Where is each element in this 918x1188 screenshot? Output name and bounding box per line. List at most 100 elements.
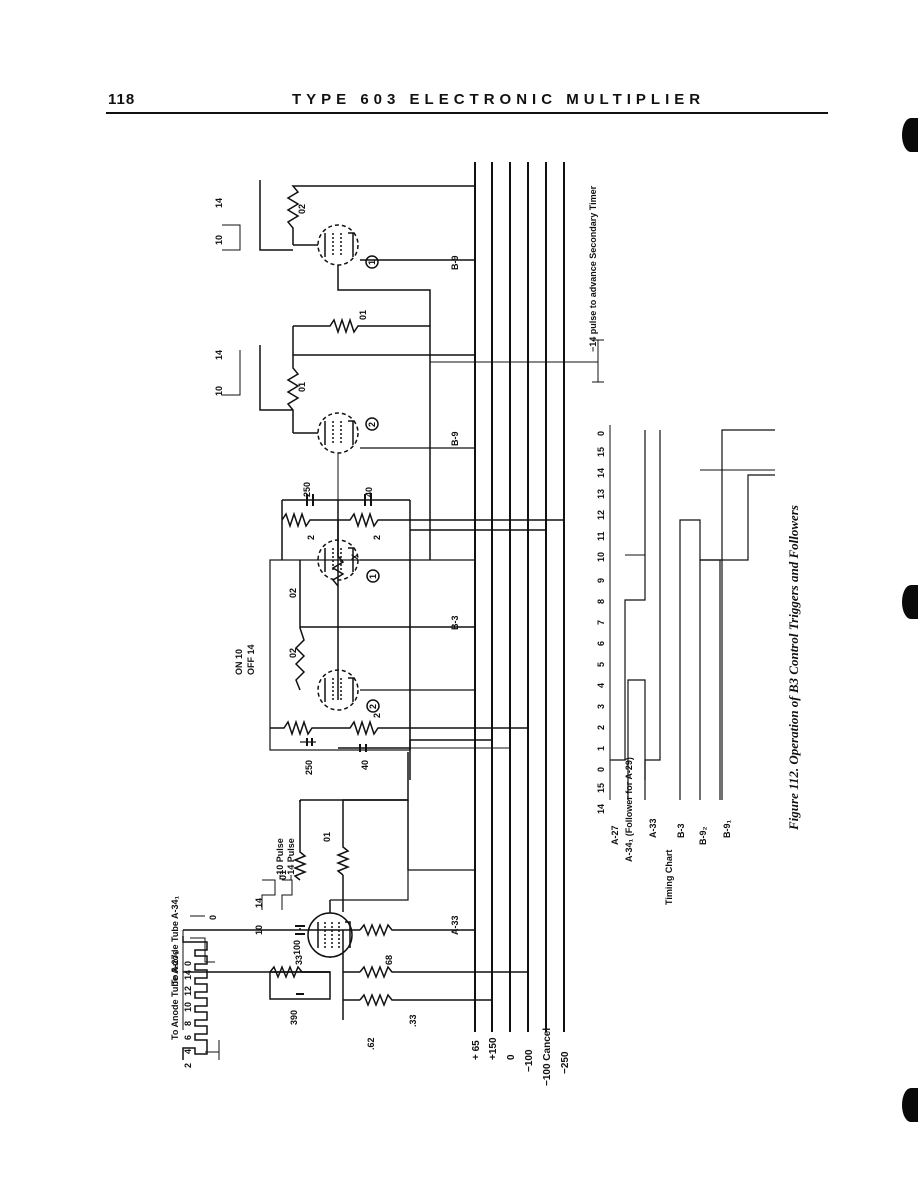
timing-tick-0: 14 (596, 804, 606, 814)
tube-b3-section-1 (317, 539, 359, 581)
timing-chart-title: Timing Chart (664, 850, 674, 905)
timing-tick-11: 9 (596, 578, 606, 583)
timing-row-label-0: A-27 (610, 825, 620, 845)
label-section-1-b9: 1 (367, 260, 377, 265)
timing-row-label-1: A-34₁ (Follower for A-29) (624, 757, 634, 862)
timing-tick-4: 2 (596, 725, 606, 730)
timing-row-label-2: A-33 (648, 818, 658, 838)
label-on-off: ON 10 (234, 649, 244, 675)
label-section-2-lower: 2 (368, 704, 378, 709)
label-c40-upper: 40 (364, 487, 374, 497)
tube-a33 (307, 912, 353, 958)
timing-tick-10: 8 (596, 599, 606, 604)
figure-caption: Figure 112. Operation of B3 Control Trig… (786, 505, 801, 831)
timing-row-label-5: B-9₁ (722, 819, 732, 838)
timing-tick-1: 15 (596, 783, 606, 793)
timing-row-a33 (644, 430, 661, 800)
label-r33: .33 (408, 1014, 418, 1027)
b3-labels: 250 40 2 02 02 2 2 250 40 B-3 ON 10 OFF … (234, 482, 460, 775)
timing-row-b91 (721, 429, 775, 800)
timing-tick-15: 13 (596, 489, 606, 499)
label-r02c: 02 (297, 204, 307, 214)
label-pulse-train-14: 14 (183, 970, 193, 980)
timing-tick-3: 1 (596, 746, 606, 751)
label-pulse-14: 14 (254, 898, 264, 908)
timing-row-b92 (699, 474, 775, 800)
pulse-train-waveform (182, 936, 208, 1060)
label-tube-b3: B-3 (450, 615, 460, 630)
label-r2-upper-right: 2 (372, 535, 382, 540)
label-tube-b9-lower: B-9 (450, 431, 460, 446)
label-pulse-14-pulse: −14 Pulse (286, 838, 296, 880)
page-title: TYPE 603 ELECTRONIC MULTIPLIER (292, 91, 706, 108)
timing-tick-9: 7 (596, 620, 606, 625)
timing-tick-17: 15 (596, 447, 606, 457)
bus-label-plus150: +150 (488, 1037, 499, 1060)
label-section-2-b9: 2 (367, 422, 377, 427)
bus-labels: + 65 +150 0 −100 −100 Cancel −250 (471, 1028, 571, 1086)
label-r01b: 01 (322, 832, 332, 842)
label-pulse-train-0: 0 (183, 961, 193, 966)
timing-row-label-4: B-9₂ (698, 826, 708, 845)
binder-tab-bottom (902, 1088, 918, 1122)
label-tube-a33: A-33 (450, 915, 460, 935)
label-c250-lower: 250 (304, 760, 314, 775)
timing-row-b3 (679, 519, 721, 800)
b9-followers (222, 180, 604, 560)
power-buses (474, 162, 565, 1032)
timing-chart (609, 425, 775, 800)
input-stage-labels: To Anode Tube A-27₁ To Anode Tube A-34₁ … (170, 832, 460, 1068)
timing-tick-18: 0 (596, 431, 606, 436)
label-pulse-train-12: 12 (183, 986, 193, 996)
label-advance-pulse: −14 pulse to advance Secondary Timer (588, 185, 598, 352)
bus-label-minus250: −250 (560, 1051, 571, 1074)
timing-tick-2: 0 (596, 767, 606, 772)
label-out2-14: 14 (214, 198, 224, 208)
header-rule (106, 112, 828, 114)
label-anode-a34: To Anode Tube A-34₁ (170, 896, 180, 985)
label-r33b: 33 (294, 955, 304, 965)
label-pulse-train-4: 4 (183, 1049, 193, 1054)
bus-label-zero: 0 (506, 1054, 517, 1060)
timing-tick-14: 12 (596, 510, 606, 520)
label-r02-left: 02 (288, 648, 298, 658)
label-r62: .62 (366, 1037, 376, 1050)
label-anode-a27: To Anode Tube A-27₁ (170, 951, 180, 1040)
tube-b9-section-1 (317, 224, 359, 266)
label-pulse-10-pulse: −10 Pulse (275, 838, 285, 880)
label-r01d: 01 (358, 310, 368, 320)
timing-tick-7: 5 (596, 662, 606, 667)
bus-label-minus100-cancel: −100 Cancel (542, 1028, 553, 1086)
label-c100: 100 (292, 940, 302, 955)
label-c40-lower: 40 (360, 760, 370, 770)
label-tube-b9-upper: B-9 (450, 255, 460, 270)
page-number: 118 (108, 91, 136, 108)
label-out1-10: 10 (214, 386, 224, 396)
timing-tick-8: 6 (596, 641, 606, 646)
label-pulse-train-6: 6 (183, 1035, 193, 1040)
label-tube-x: X (350, 554, 360, 560)
label-pulse-train-10: 10 (183, 1002, 193, 1012)
binder-tab-middle (902, 585, 918, 619)
label-pulse-10: 10 (254, 925, 264, 935)
timing-tick-13: 11 (596, 531, 606, 541)
bus-label-plus65: + 65 (471, 1040, 482, 1060)
tube-b9-section-2 (317, 412, 359, 454)
label-r01a: 01 (278, 870, 288, 880)
b3-trigger (269, 494, 564, 780)
label-pulse-0: 0 (208, 915, 218, 920)
tube-b3-section-2 (317, 669, 359, 711)
label-out1-14: 14 (214, 350, 224, 360)
label-out2-10: 10 (214, 235, 224, 245)
label-section-1-upper: 1 (368, 574, 378, 579)
label-on-off-2: OFF 14 (246, 644, 256, 675)
bus-label-minus100: −100 (524, 1049, 535, 1072)
label-r2-lower: 2 (372, 713, 382, 718)
label-r68: 68 (384, 955, 394, 965)
input-stage (182, 752, 528, 1060)
label-c250-upper: 250 (302, 482, 312, 497)
label-r02-right: 02 (288, 588, 298, 598)
